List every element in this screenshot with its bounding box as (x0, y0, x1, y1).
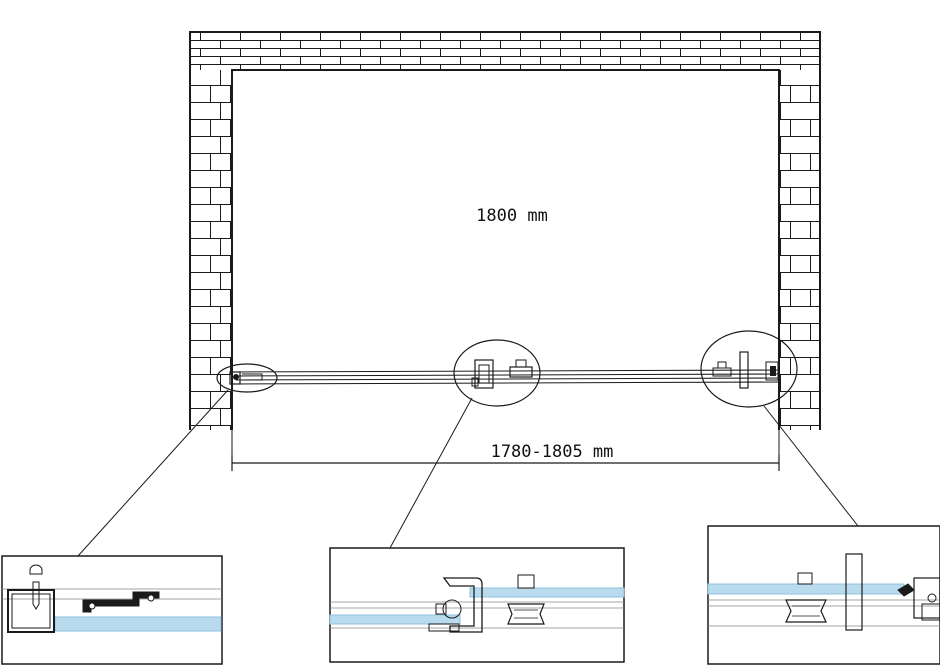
brick-wall-outline (189, 31, 821, 430)
right-detail-circle (700, 330, 798, 408)
brick-wall-right (779, 70, 820, 430)
callout-wall-profile (1, 555, 223, 665)
left-wall-profile (216, 363, 278, 393)
middle-detail-circle (453, 339, 541, 407)
width-dimension (231, 430, 780, 471)
callout-leaders (77, 389, 859, 557)
middle-roller-assembly (453, 339, 541, 407)
depth-dimension-label: 1800 mm (476, 206, 548, 226)
glass-panel (469, 587, 625, 598)
glass-panel (707, 583, 905, 595)
right-handle-assembly (700, 330, 798, 408)
callout-handle (707, 525, 940, 665)
glass-panel (54, 616, 222, 632)
brick-wall-top (190, 32, 820, 70)
glass-panel (329, 614, 461, 625)
door-track (235, 369, 781, 385)
brick-wall (189, 31, 821, 430)
left-detail-circle (216, 363, 278, 393)
width-dimension-label: 1780-1805 mm (491, 442, 614, 462)
brick-wall-left (190, 70, 232, 430)
callout-roller (329, 547, 625, 663)
